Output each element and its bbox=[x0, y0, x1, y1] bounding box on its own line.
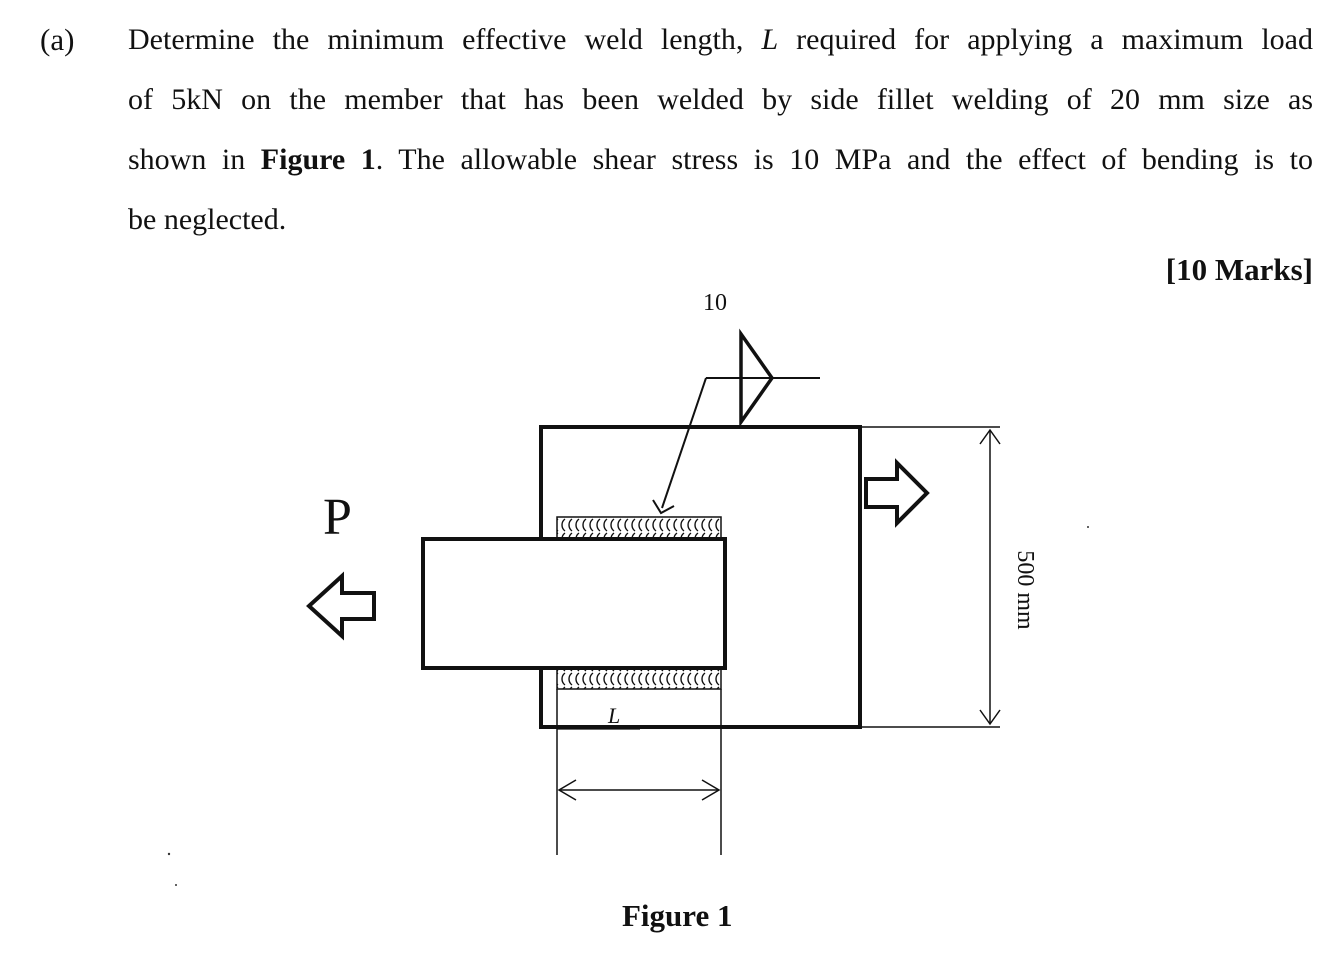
weld-symbol-leader-arrowhead bbox=[652, 499, 675, 515]
question-text: Determine the minimum effective weld len… bbox=[128, 0, 1313, 250]
right-load-arrow bbox=[864, 458, 930, 528]
load-p-label: P bbox=[323, 489, 352, 546]
height-dimension-arrow-top bbox=[979, 428, 1001, 445]
plate-height-label: 500 mm bbox=[1012, 550, 1038, 630]
fillet-weld-symbol bbox=[739, 328, 775, 428]
welded-member bbox=[421, 537, 727, 670]
figure-reference: Figure 1 bbox=[260, 143, 376, 176]
marks-label: [10 Marks] bbox=[1165, 252, 1313, 287]
weld-symbol-leader-line bbox=[661, 377, 707, 509]
scan-speck bbox=[167, 852, 171, 856]
scan-speck bbox=[1087, 526, 1089, 528]
question-label: (a) bbox=[40, 22, 75, 57]
length-dimension-arrow-left bbox=[557, 779, 577, 801]
weld-length-label: L bbox=[608, 703, 621, 728]
question-line-1: Determine the minimum effective weld len… bbox=[128, 23, 1313, 56]
question-line-2: of 5kN on the member that has been welde… bbox=[128, 83, 1313, 116]
weld-symbol-size-label: 10 bbox=[703, 290, 727, 316]
length-dimension-arrow-right bbox=[701, 779, 721, 801]
left-load-arrow bbox=[306, 571, 376, 641]
figure-caption: Figure 1 bbox=[622, 898, 733, 933]
question-line-4: be neglected. bbox=[128, 203, 287, 236]
top-fillet-weld bbox=[556, 516, 722, 539]
bottom-fillet-weld bbox=[556, 667, 722, 690]
weld-length-variable: L bbox=[761, 23, 779, 56]
height-dimension-arrow-bottom bbox=[979, 709, 1001, 726]
scan-speck bbox=[175, 884, 177, 886]
question-line-3: shown in Figure 1. The allowable shear s… bbox=[128, 143, 1313, 176]
base-plate bbox=[539, 425, 862, 729]
